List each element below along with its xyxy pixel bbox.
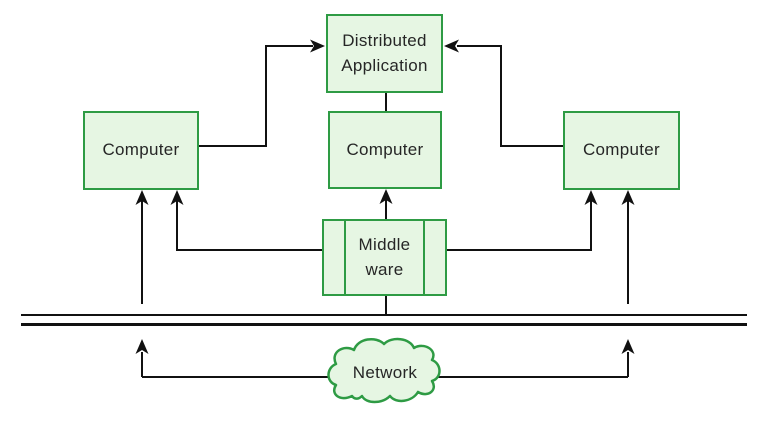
node-computer-center-label: Computer xyxy=(346,139,424,159)
edge-middleware-to-computer-left xyxy=(176,201,322,251)
node-network-label: Network xyxy=(352,363,418,382)
edge-computer-right-to-da xyxy=(457,45,563,147)
edge-middleware-to-computer-right xyxy=(447,201,592,251)
middleware-divider-right xyxy=(423,221,425,294)
arrowhead-into-computer-left-inner xyxy=(170,190,184,205)
arrowhead-into-computer-left-outer xyxy=(135,190,149,205)
node-computer-center: Computer xyxy=(328,111,442,189)
edge-computer-left-to-da xyxy=(199,45,313,147)
node-computer-left-label: Computer xyxy=(102,140,180,160)
middleware-divider-left xyxy=(344,221,346,294)
node-distributed-application: Distributed Application xyxy=(326,14,443,93)
node-computer-right: Computer xyxy=(563,111,680,190)
arrowhead-at-bus-right xyxy=(621,339,635,354)
arrowhead-into-da-left xyxy=(310,39,325,53)
arrowhead-into-da-right xyxy=(444,39,459,53)
arrowhead-into-computer-center xyxy=(379,189,393,204)
arrowhead-into-computer-right-inner xyxy=(584,190,598,205)
network-cloud-shape xyxy=(327,337,441,404)
node-distributed-application-label: Distributed Application xyxy=(341,30,428,75)
arrowhead-into-computer-right-outer xyxy=(621,190,635,205)
node-computer-right-label: Computer xyxy=(582,140,661,160)
node-middleware-label: Middle ware xyxy=(358,234,411,279)
node-middleware: Middle ware xyxy=(322,219,447,296)
node-computer-left: Computer xyxy=(83,111,199,190)
arrowhead-at-bus-left xyxy=(135,339,149,354)
